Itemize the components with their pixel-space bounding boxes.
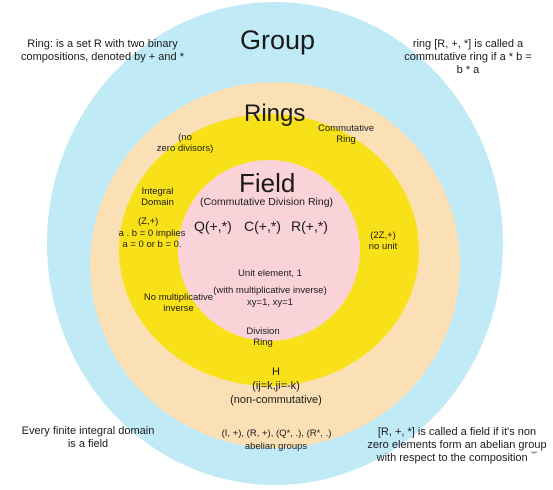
field-subtitle: (Commutative Division Ring) bbox=[200, 196, 334, 208]
quaternion-h-label: H bbox=[272, 366, 280, 378]
commutative-ring-definition-note: ring [R, +, *] is called a commutative r… bbox=[404, 38, 532, 77]
integral-domain-label: Integral Domain bbox=[141, 186, 174, 209]
zero-divisor-rule: a . b = 0 implies a = 0 or b = 0. bbox=[118, 228, 186, 251]
field-circle bbox=[178, 160, 360, 341]
division-ring-label: Division Ring bbox=[246, 326, 280, 349]
rings-title: Rings bbox=[244, 100, 306, 127]
unit-element-label: Unit element, 1 (with multiplicative inv… bbox=[213, 268, 327, 308]
quaternion-rule: (ij=k,ji=-k) bbox=[252, 380, 300, 392]
composition-mark: "*" bbox=[530, 452, 538, 459]
field-definition-note: [R, +, *] is called a field if it's non … bbox=[367, 426, 547, 465]
field-example-q: Q(+,*) bbox=[194, 218, 232, 234]
commutative-ring-label: Commutative Ring bbox=[318, 123, 374, 146]
abelian-group-examples: (I, +), (R, +), (Q*, .), (R*, .) bbox=[221, 428, 332, 439]
non-commutative-label: (non-commutative) bbox=[230, 394, 322, 406]
group-title: Group bbox=[240, 25, 316, 55]
field-example-r: R(+,*) bbox=[291, 218, 328, 234]
two-z-example: (2Z,+) no unit bbox=[368, 230, 398, 253]
no-multiplicative-inverse-label: No multiplicative inverse bbox=[143, 292, 214, 315]
field-title: Field bbox=[239, 168, 296, 198]
abelian-groups-caption: abelian groups bbox=[244, 441, 308, 452]
field-example-c: C(+,*) bbox=[244, 218, 281, 234]
no-zero-divisors-label: (no zero divisors) bbox=[156, 132, 214, 155]
finite-integral-domain-note: Every finite integral domain is a field bbox=[21, 425, 155, 451]
z-plus-example: (Z,+) bbox=[138, 216, 159, 227]
ring-definition-note: Ring: is a set R with two binary composi… bbox=[21, 38, 184, 64]
